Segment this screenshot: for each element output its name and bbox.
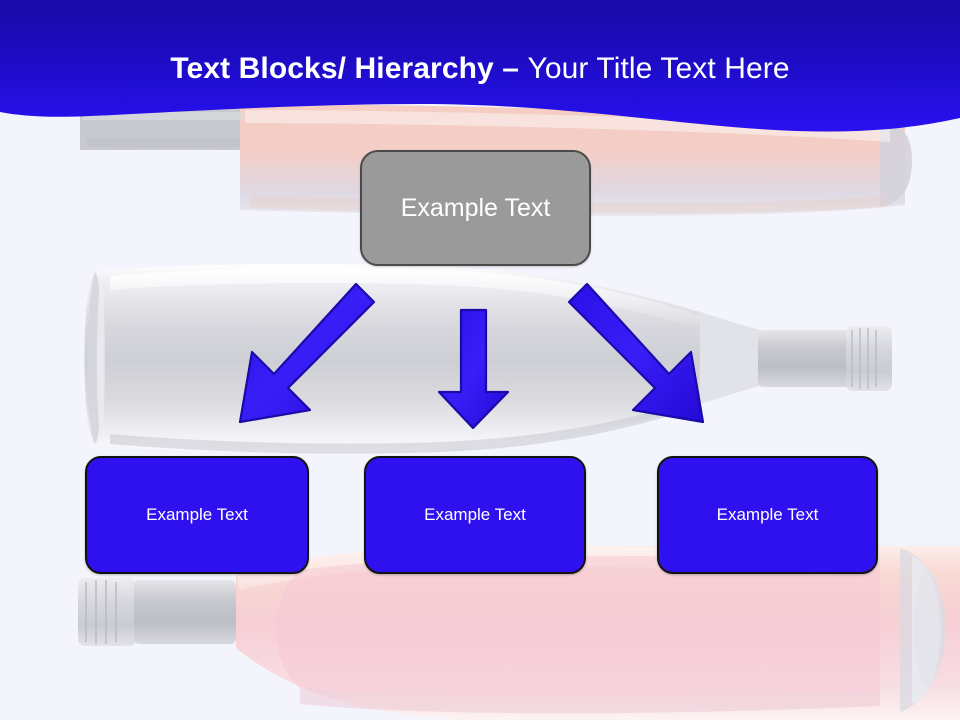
arrow-down-icon [437, 308, 510, 430]
hierarchy-top-node[interactable]: Example Text [360, 150, 591, 266]
hierarchy-child-node-2-label: Example Text [424, 505, 526, 524]
bottle-middle [84, 264, 892, 454]
arrow-down-left-icon [238, 282, 376, 424]
hierarchy-child-node-3[interactable]: Example Text [657, 456, 878, 574]
arrow-down-right-icon [567, 282, 705, 424]
hierarchy-child-node-1-label: Example Text [146, 505, 248, 524]
hierarchy-child-node-2[interactable]: Example Text [364, 456, 586, 574]
bottle-bottom [78, 545, 960, 720]
hierarchy-child-node-3-label: Example Text [716, 505, 819, 524]
hierarchy-top-node-label: Example Text [400, 193, 551, 222]
hierarchy-child-node-1[interactable]: Example Text [85, 456, 309, 574]
